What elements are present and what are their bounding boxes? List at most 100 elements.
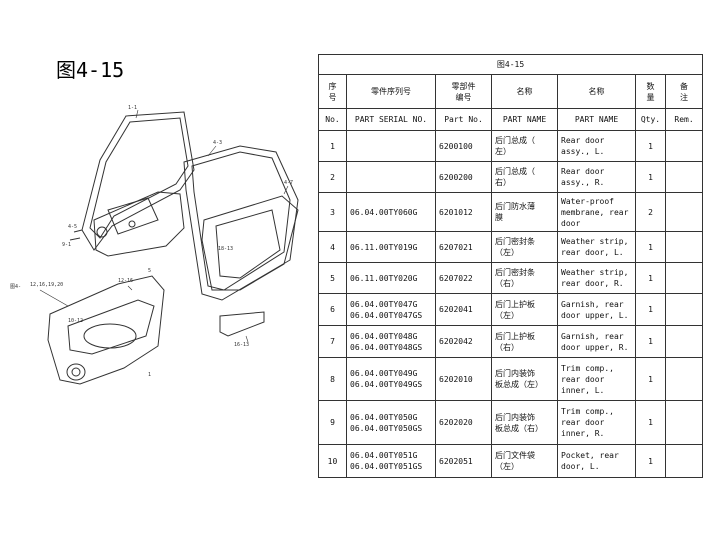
callout-label: 9-1 bbox=[62, 242, 71, 248]
cell-rem bbox=[664, 130, 704, 162]
cell-name-en: Rear door assy., L. bbox=[557, 130, 636, 162]
cell-rem bbox=[664, 400, 704, 445]
cell-part-no: 6202010 bbox=[435, 357, 492, 401]
cell-name-cn: 后门密封条 （左） bbox=[491, 231, 558, 263]
cell-name-cn: 后门总成（ 左） bbox=[491, 130, 558, 162]
cell-no: 2 bbox=[318, 161, 347, 193]
cell-qty: 1 bbox=[635, 130, 666, 162]
col-header-en: PART NAME bbox=[491, 108, 558, 131]
cell-rem bbox=[664, 293, 704, 326]
table-title: 图4-15 bbox=[317, 54, 704, 75]
door-frame-inner bbox=[89, 117, 189, 239]
cell-serial: 06.04.00TY051G 06.04.00TY051GS bbox=[346, 444, 436, 478]
exploded-door-diagram: 1-1 4-3 4-7 4-5 9-1 18-13 5 12-16 12,16,… bbox=[8, 100, 320, 400]
callout-label: 12,16,19,20 bbox=[30, 282, 63, 288]
cell-no: 8 bbox=[318, 357, 347, 401]
cell-part-no: 6202042 bbox=[435, 325, 492, 358]
cell-name-cn: 后门总成（ 右） bbox=[491, 161, 558, 193]
table-row: 3 06.04.00TY060G 6201012 后门防水薄 膜 Water-p… bbox=[318, 192, 704, 232]
header-row-en: No. PART SERIAL NO. Part No. PART NAME P… bbox=[318, 108, 704, 131]
callout-label: 1-1 bbox=[128, 105, 137, 111]
cell-qty: 1 bbox=[635, 262, 666, 294]
cell-part-no: 6207022 bbox=[435, 262, 492, 294]
cell-rem bbox=[664, 325, 704, 358]
cell-part-no: 6202020 bbox=[435, 400, 492, 445]
cell-name-cn: 后门上护板 （左） bbox=[491, 293, 558, 326]
cell-part-no: 6200200 bbox=[435, 161, 492, 193]
callout-label: 1 bbox=[148, 372, 151, 378]
cell-name-cn: 后门内装饰 板总成（右） bbox=[491, 400, 558, 445]
callout-label: 4-5 bbox=[68, 224, 77, 230]
cell-no: 3 bbox=[318, 192, 347, 232]
cell-serial: 06.04.00TY048G 06.04.00TY048GS bbox=[346, 325, 436, 358]
cell-no: 6 bbox=[318, 293, 347, 326]
cell-name-en: Pocket, rear door, L. bbox=[557, 444, 636, 478]
cell-qty: 1 bbox=[635, 231, 666, 263]
cell-rem bbox=[664, 161, 704, 193]
cell-serial: 06.04.00TY050G 06.04.00TY050GS bbox=[346, 400, 436, 445]
callout-label: 18-13 bbox=[218, 246, 233, 252]
cell-part-no: 6207021 bbox=[435, 231, 492, 263]
cell-no: 10 bbox=[318, 444, 347, 478]
cell-qty: 1 bbox=[635, 357, 666, 401]
cell-no: 4 bbox=[318, 231, 347, 263]
cell-name-cn: 后门防水薄 膜 bbox=[491, 192, 558, 232]
cell-name-en: Trim comp., rear door inner, L. bbox=[557, 357, 636, 401]
callout-label: 5 bbox=[148, 268, 151, 274]
cell-qty: 1 bbox=[635, 444, 666, 478]
cell-name-cn: 后门文件袋 （左） bbox=[491, 444, 558, 478]
cell-no: 5 bbox=[318, 262, 347, 294]
cell-rem bbox=[664, 444, 704, 478]
door-frame-outer bbox=[81, 111, 195, 251]
col-header-cn: 数 量 bbox=[635, 74, 666, 109]
cell-serial: 06.04.00TY049G 06.04.00TY049GS bbox=[346, 357, 436, 401]
door-panel bbox=[93, 191, 185, 257]
cell-part-no: 6202041 bbox=[435, 293, 492, 326]
callout-label: 16-13 bbox=[234, 342, 249, 348]
cell-no: 1 bbox=[318, 130, 347, 162]
cell-rem bbox=[664, 262, 704, 294]
cell-part-no: 6202051 bbox=[435, 444, 492, 478]
cell-rem bbox=[664, 231, 704, 263]
cell-qty: 1 bbox=[635, 161, 666, 193]
col-header-en: Rem. bbox=[664, 108, 704, 131]
cell-serial bbox=[346, 130, 436, 162]
cell-rem bbox=[664, 192, 704, 232]
cell-name-cn: 后门上护板 （右） bbox=[491, 325, 558, 358]
cell-serial: 06.11.00TY020G bbox=[346, 262, 436, 294]
table-row: 8 06.04.00TY049G 06.04.00TY049GS 6202010… bbox=[318, 357, 704, 401]
cell-no: 9 bbox=[318, 400, 347, 445]
figure-title: 图4-15 bbox=[56, 58, 125, 82]
header-row-cn: 序 号 零件序列号 零部件 编号 名称 名称 数 量 备 注 bbox=[318, 74, 704, 109]
col-header-cn: 名称 bbox=[557, 74, 636, 109]
table-row: 1 6200100 后门总成（ 左） Rear door assy., L. 1 bbox=[318, 130, 704, 162]
col-header-cn: 零件序列号 bbox=[346, 74, 436, 109]
cell-name-en: Weather strip, rear door, R. bbox=[557, 262, 636, 294]
cell-rem bbox=[664, 357, 704, 401]
cell-no: 7 bbox=[318, 325, 347, 358]
callout-label: 4-7 bbox=[284, 180, 293, 186]
cell-serial: 06.04.00TY060G bbox=[346, 192, 436, 232]
cell-serial: 06.04.00TY047G 06.04.00TY047GS bbox=[346, 293, 436, 326]
cell-serial: 06.11.00TY019G bbox=[346, 231, 436, 263]
cell-qty: 2 bbox=[635, 192, 666, 232]
cell-qty: 1 bbox=[635, 400, 666, 445]
callout-label: 图4- bbox=[10, 284, 21, 290]
table-row: 2 6200200 后门总成（ 右） Rear door assy., R. 1 bbox=[318, 161, 704, 193]
col-header-en: No. bbox=[318, 108, 347, 131]
cell-name-en: Rear door assy., R. bbox=[557, 161, 636, 193]
cell-name-cn: 后门内装饰 板总成（左） bbox=[491, 357, 558, 401]
cell-name-en: Garnish, rear door upper, R. bbox=[557, 325, 636, 358]
weather-strip bbox=[183, 145, 299, 301]
cell-serial bbox=[346, 161, 436, 193]
table-row: 6 06.04.00TY047G 06.04.00TY047GS 6202041… bbox=[318, 293, 704, 326]
door-exploded-view: 1-1 4-3 4-7 4-5 9-1 18-13 5 12-16 12,16,… bbox=[10, 105, 299, 385]
cell-qty: 1 bbox=[635, 293, 666, 326]
cell-name-cn: 后门密封条 （右） bbox=[491, 262, 558, 294]
cell-name-en: Trim comp., rear door inner, R. bbox=[557, 400, 636, 445]
cell-name-en: Water-proof membrane, rear door bbox=[557, 192, 636, 232]
col-header-en: PART SERIAL NO. bbox=[346, 108, 436, 131]
col-header-cn: 零部件 编号 bbox=[435, 74, 492, 109]
table-row: 4 06.11.00TY019G 6207021 后门密封条 （左） Weath… bbox=[318, 231, 704, 263]
callout-label: 10-12 bbox=[68, 318, 83, 324]
